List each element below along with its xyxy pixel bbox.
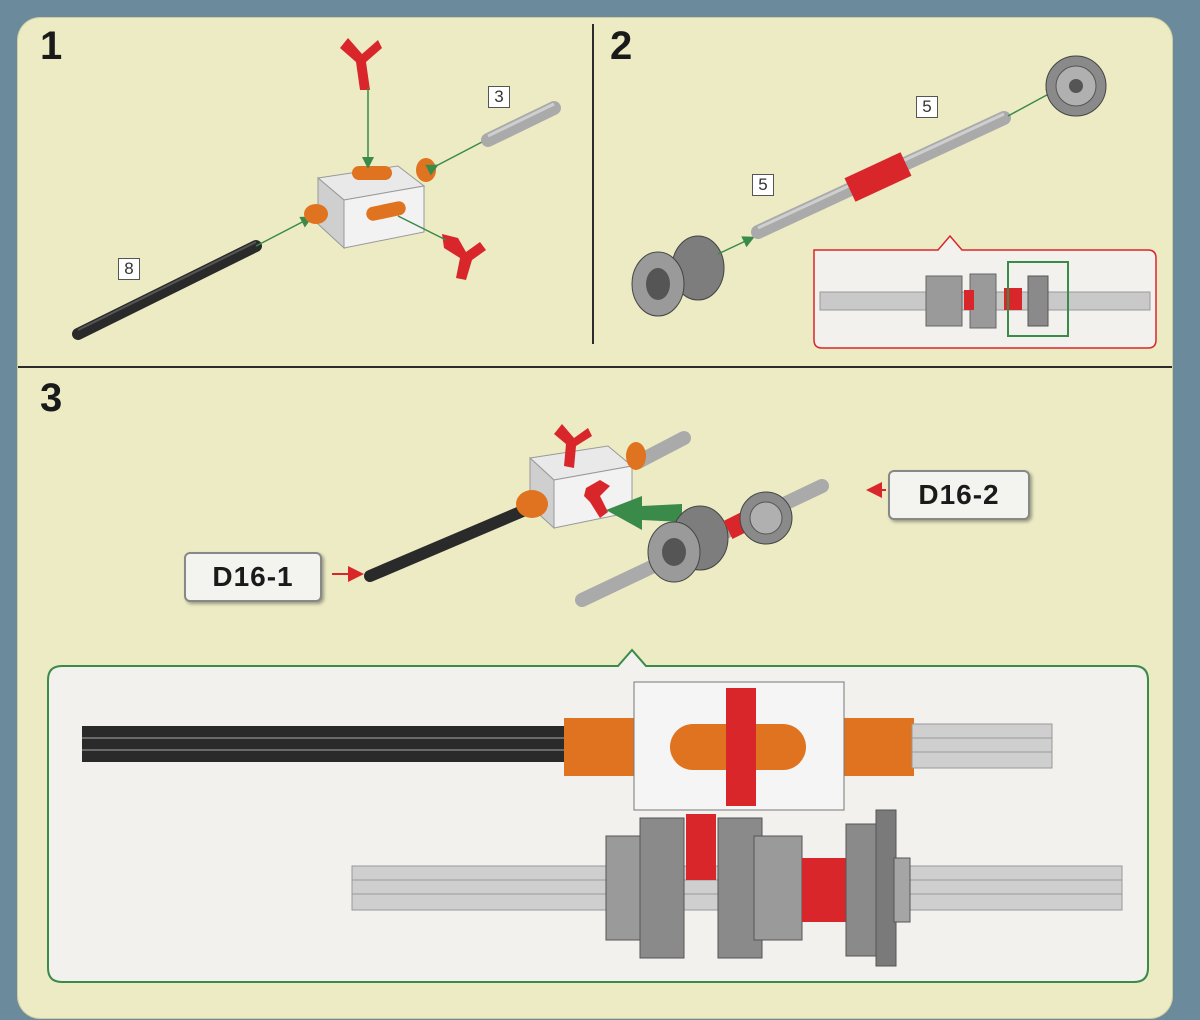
red-pin-top xyxy=(340,38,382,90)
step3-detail-callout xyxy=(47,648,1149,983)
coupling-part xyxy=(631,235,725,317)
instruction-sheet: 1 2 3 3 8 5 5 D16-1 D16-2 xyxy=(18,18,1172,1018)
assembly-illustrations xyxy=(47,38,1157,983)
guide-arrow xyxy=(425,141,483,176)
gear-part xyxy=(1045,55,1107,117)
label-axle-top: 5 xyxy=(916,96,938,118)
divider-vertical xyxy=(592,24,594,344)
guide-arrow xyxy=(255,216,313,247)
tag-d16-1: D16-1 xyxy=(184,552,322,602)
label-short-axle: 3 xyxy=(488,86,510,108)
label-axle-left: 5 xyxy=(752,174,774,196)
divider-horizontal xyxy=(18,366,1172,368)
assembly-d16-2 xyxy=(575,479,829,607)
guide-arrow xyxy=(717,236,755,255)
short-axle-3 xyxy=(481,101,561,147)
step-number-2: 2 xyxy=(610,24,633,68)
step-number-1: 1 xyxy=(40,24,63,68)
long-axle-8 xyxy=(72,240,262,340)
insert-arrow xyxy=(606,496,682,530)
guide-arrow xyxy=(397,215,447,241)
step2-detail-callout xyxy=(813,234,1157,349)
step2-illustration xyxy=(631,55,1157,349)
tag-d16-2: D16-2 xyxy=(888,470,1030,520)
red-pin-bottom xyxy=(442,234,486,280)
label-long-axle: 8 xyxy=(118,258,140,280)
connector-block xyxy=(304,158,436,250)
step-number-3: 3 xyxy=(40,376,63,420)
axle-with-sleeve xyxy=(751,111,1011,239)
step1-illustration xyxy=(72,38,561,340)
step3-illustration xyxy=(47,424,1149,983)
